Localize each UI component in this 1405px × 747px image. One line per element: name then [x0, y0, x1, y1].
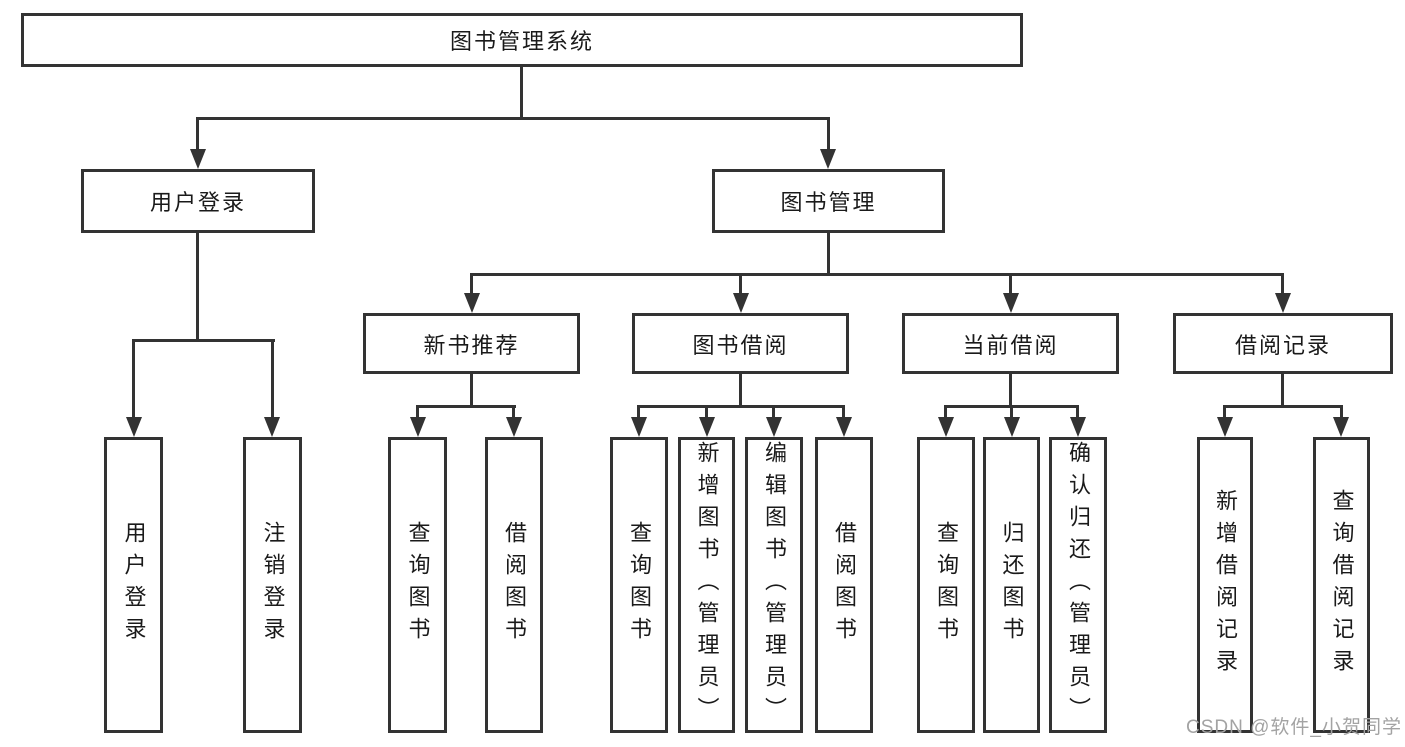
node-user-login: 用户登录 — [81, 169, 315, 233]
leaf-edit-books-admin-label: 编辑图书（管理员） — [762, 441, 787, 729]
connector-drop-leaf-logout — [271, 339, 274, 421]
arrowhead-b1 — [410, 417, 426, 437]
node-borrowing-records-label: 借阅记录 — [1234, 332, 1331, 358]
node-root: 图书管理系统 — [21, 13, 1023, 67]
arrowhead-d2 — [1004, 417, 1020, 437]
leaf-borrow-books-recommend-label: 借阅图书 — [502, 521, 527, 649]
connector-newbook-bus — [416, 405, 516, 408]
connector-currentborrow-stem — [1009, 374, 1012, 408]
leaf-return-books: 归还图书 — [983, 437, 1040, 733]
leaf-query-books-current: 查询图书 — [917, 437, 975, 733]
arrowhead-d3 — [1070, 417, 1086, 437]
leaf-query-books-current-label: 查询图书 — [934, 521, 959, 649]
connector-drop-c1 — [637, 405, 640, 421]
arrowhead-c3 — [766, 417, 782, 437]
leaf-borrow-books-label: 借阅图书 — [832, 521, 857, 649]
connector-bookmgmt-bus — [470, 273, 1284, 276]
leaf-return-books-label: 归还图书 — [999, 521, 1025, 649]
connector-drop-b1 — [416, 405, 419, 421]
connector-drop-d3 — [1076, 405, 1079, 421]
arrowhead-d1 — [938, 417, 954, 437]
connector-drop-c3 — [772, 405, 775, 421]
connector-bookborrow-bus — [637, 405, 845, 408]
leaf-query-borrow-record: 查询借阅记录 — [1313, 437, 1370, 733]
leaf-user-login-label: 用户登录 — [121, 521, 147, 649]
node-book-borrowing-label: 图书借阅 — [692, 332, 789, 358]
leaf-logout-label: 注销登录 — [260, 521, 286, 649]
leaf-query-books-borrowing-label: 查询图书 — [627, 521, 652, 649]
arrowhead-e2 — [1333, 417, 1349, 437]
arrowhead-c1 — [631, 417, 647, 437]
connector-records-bus — [1223, 405, 1342, 408]
connector-drop-e1 — [1223, 405, 1226, 421]
arrowhead-book-mgmt — [820, 149, 836, 169]
connector-drop-book-borrow — [739, 273, 742, 296]
arrowhead-leaf-login — [126, 417, 142, 437]
leaf-confirm-return-admin-label: 确认归还（管理员） — [1066, 441, 1091, 729]
node-new-book-recommend: 新书推荐 — [363, 313, 580, 374]
arrowhead-b2 — [506, 417, 522, 437]
connector-root-stem — [520, 67, 523, 119]
connector-newbook-stem — [470, 374, 473, 408]
arrowhead-e1 — [1217, 417, 1233, 437]
leaf-query-books-borrowing: 查询图书 — [610, 437, 668, 733]
leaf-edit-books-admin: 编辑图书（管理员） — [745, 437, 803, 733]
connector-root-bus — [197, 117, 830, 120]
arrowhead-current-borrow — [1003, 293, 1019, 313]
connector-drop-new-book — [470, 273, 473, 296]
connector-drop-d2 — [1010, 405, 1013, 421]
arrowhead-c2 — [699, 417, 715, 437]
node-user-login-label: 用户登录 — [149, 190, 246, 215]
connector-userlogin-stem — [196, 233, 199, 342]
leaf-query-borrow-record-label: 查询借阅记录 — [1329, 489, 1355, 681]
connector-drop-borrow-records — [1281, 273, 1284, 296]
connector-drop-c4 — [842, 405, 845, 421]
node-book-borrowing: 图书借阅 — [632, 313, 849, 374]
connector-drop-book-mgmt — [827, 117, 830, 153]
leaf-borrow-books-recommend: 借阅图书 — [485, 437, 543, 733]
connector-drop-e2 — [1340, 405, 1343, 421]
leaf-add-books-admin-label: 新增图书（管理员） — [694, 441, 720, 729]
connector-drop-b2 — [512, 405, 515, 421]
node-new-book-recommend-label: 新书推荐 — [423, 332, 520, 358]
node-root-label: 图书管理系统 — [449, 29, 594, 54]
arrowhead-new-book — [464, 293, 480, 313]
csdn-watermark: CSDN @软件_小贺同学 — [1186, 717, 1402, 738]
leaf-confirm-return-admin: 确认归还（管理员） — [1049, 437, 1107, 733]
arrowhead-book-borrow — [733, 293, 749, 313]
leaf-add-borrow-record: 新增借阅记录 — [1197, 437, 1253, 733]
leaf-add-books-admin: 新增图书（管理员） — [678, 437, 735, 733]
connector-drop-leaf-login — [132, 339, 135, 421]
leaf-query-books-recommend-label: 查询图书 — [405, 521, 431, 649]
leaf-logout: 注销登录 — [243, 437, 302, 733]
leaf-user-login: 用户登录 — [104, 437, 163, 733]
node-current-borrowing-label: 当前借阅 — [962, 332, 1059, 358]
connector-drop-d1 — [944, 405, 947, 421]
connector-records-stem — [1281, 374, 1284, 408]
connector-userlogin-bus — [132, 339, 275, 342]
leaf-query-books-recommend: 查询图书 — [388, 437, 447, 733]
node-borrowing-records: 借阅记录 — [1173, 313, 1393, 374]
arrowhead-c4 — [836, 417, 852, 437]
node-book-management: 图书管理 — [712, 169, 945, 233]
leaf-borrow-books: 借阅图书 — [815, 437, 873, 733]
connector-drop-c2 — [705, 405, 708, 421]
connector-bookborrow-stem — [739, 374, 742, 408]
leaf-add-borrow-record-label: 新增借阅记录 — [1213, 489, 1238, 681]
arrowhead-leaf-logout — [264, 417, 280, 437]
node-book-management-label: 图书管理 — [780, 190, 877, 215]
arrowhead-user-login — [190, 149, 206, 169]
connector-drop-current-borrow — [1009, 273, 1012, 296]
arrowhead-borrow-records — [1275, 293, 1291, 313]
node-current-borrowing: 当前借阅 — [902, 313, 1119, 374]
connector-drop-user-login — [196, 117, 199, 153]
connector-bookmgmt-stem — [827, 233, 830, 276]
